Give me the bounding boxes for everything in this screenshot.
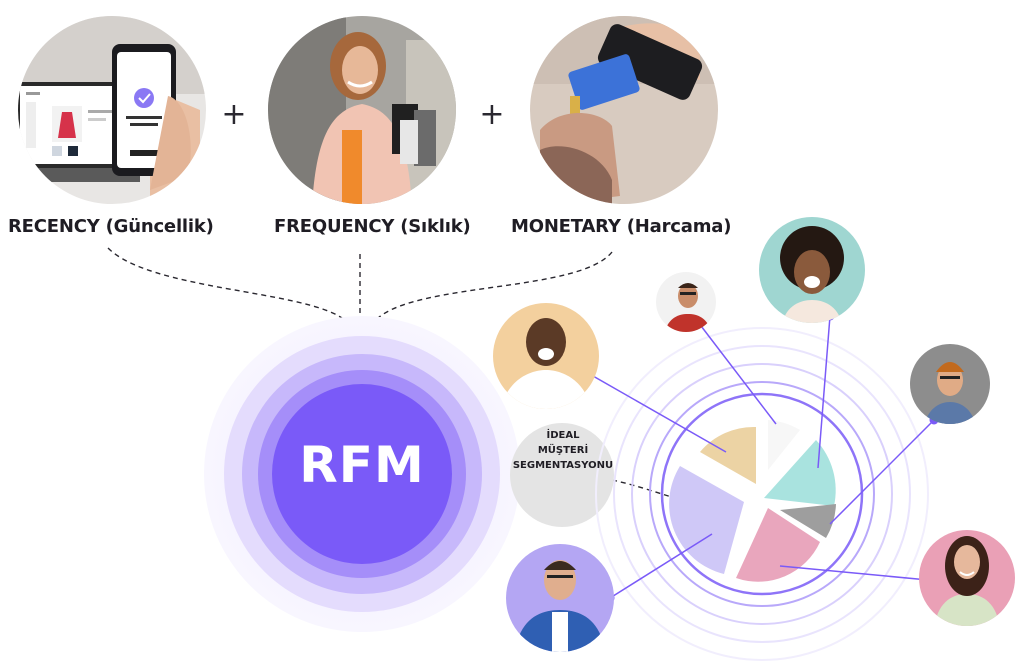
connector-recency [107,247,343,319]
people-connectors [585,315,935,599]
pie-slice-lavender [669,466,744,574]
persona-c-photo [759,217,865,323]
segment-line-2: MÜŞTERİ [537,445,589,456]
rfm-rings [204,316,520,632]
persona-b-photo [656,272,716,332]
pie-rings [595,327,929,661]
card-terminal [597,24,703,100]
monetary-label: MONETARY (Harcama) [511,216,732,237]
pie-slice-tan [700,426,756,484]
rfm-core [272,384,452,564]
frequency-label: FREQUENCY (Sıklık) [274,216,471,237]
persona-f-photo [919,530,1015,626]
segment-node [510,423,614,527]
segment-pie [669,420,836,582]
credit-card [568,54,640,110]
pie-slice-pink [736,508,820,582]
connector-monetary [377,251,613,319]
recency-photo [18,16,206,204]
plus-icon-2: + [479,97,504,132]
persona-d-photo [910,344,990,424]
segment-node-label: İDEAL MÜŞTERİ SEGMENTASYONU [512,428,614,473]
monetary-photo [530,16,718,204]
rfm-title: RFM [299,436,425,494]
pie-slice-grey [780,504,836,538]
segment-line-1: İDEAL [546,430,580,441]
pie-slice-white [768,420,800,470]
plus-icon-1: + [221,97,246,132]
pie-slice-teal [764,440,836,506]
check-circle-icon [134,88,154,108]
recency-label: RECENCY (Güncellik) [8,216,214,237]
persona-e-photo [506,544,614,652]
frequency-photo [268,16,456,204]
persona-a-photo [493,303,599,409]
segment-line-3: SEGMENTASYONU [512,460,614,471]
